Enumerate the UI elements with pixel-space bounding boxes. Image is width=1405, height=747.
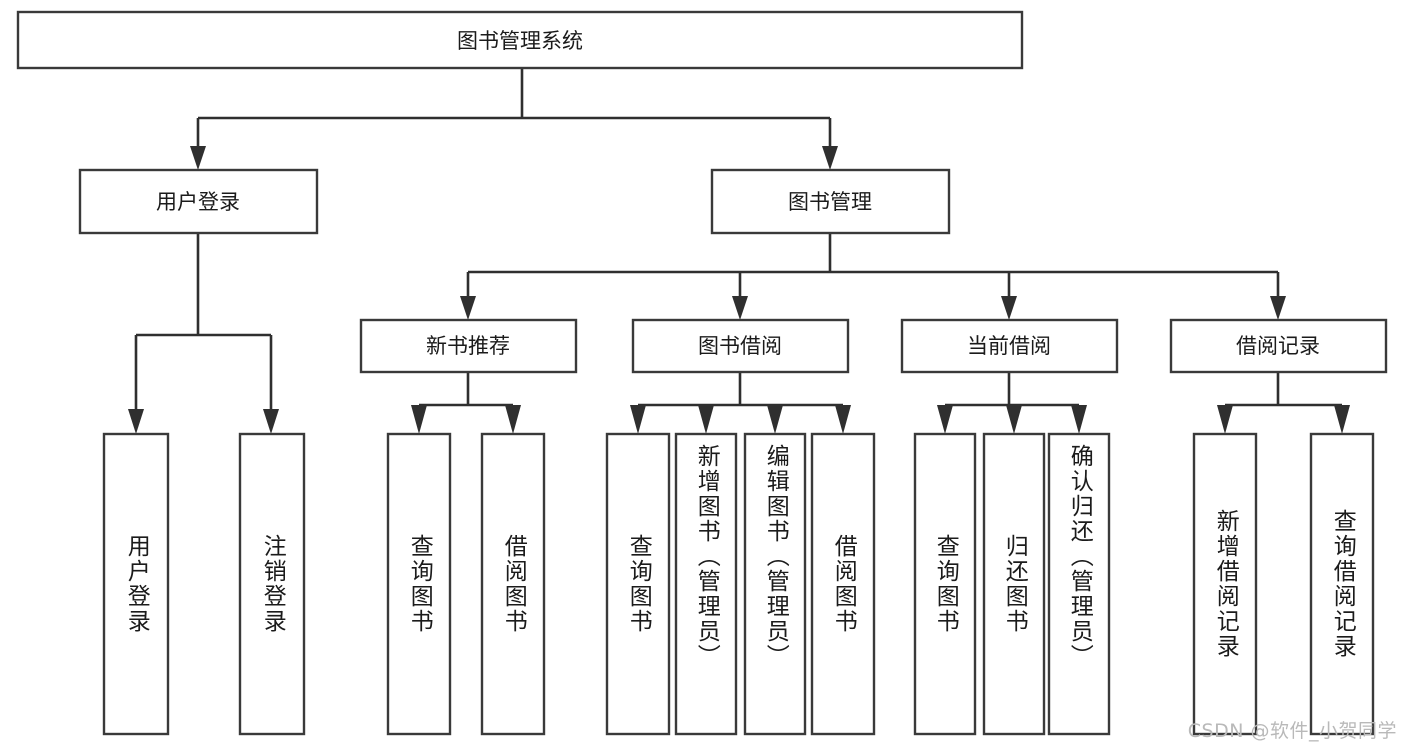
connector-group-new-book-recommend [411,372,521,434]
node-root-box[interactable] [16,10,1024,70]
arrow-head-leaf-borrow-book-2 [835,405,851,434]
node-borrow-record[interactable]: 借阅记录 [1169,318,1388,374]
node-root[interactable]: 图书管理系统 [16,10,1024,70]
leaf-box-add-book[interactable] [674,432,738,736]
connector-group-root [190,68,838,170]
node-borrow-record-box[interactable] [1169,318,1388,374]
arrow-head-new-book-recommend [460,296,476,320]
leaf-box-user-login[interactable] [102,432,170,736]
node-new-book-recommend[interactable]: 新书推荐 [359,318,578,374]
connector-group-current-borrow [937,372,1087,434]
arrow-head-current-borrow [1001,296,1017,320]
leaf-box-edit-book[interactable] [743,432,807,736]
arrow-head-leaf-query-book-1 [411,405,427,434]
arrow-head-leaf-query-book-2 [630,405,646,434]
connector-group-book-borrow [630,372,851,434]
arrow-head-leaf-query-record [1334,405,1350,434]
node-current-borrow-label: 当前借阅 [967,334,1051,358]
csdn-watermark: CSDN @软件_小贺同学 [1187,720,1397,742]
leaf-box-query-book-3[interactable] [913,432,977,736]
arrow-head-leaf-borrow-book-1 [505,405,521,434]
arrow-head-borrow-record [1270,296,1286,320]
node-borrow-record-label: 借阅记录 [1236,334,1320,358]
arrow-head-leaf-add-record [1217,405,1233,434]
connector-group-user-login [128,233,279,434]
leaf-box-query-record[interactable] [1309,432,1375,736]
connector-group-borrow-record [1217,372,1350,434]
node-book-borrow[interactable]: 图书借阅 [631,318,850,374]
arrow-head-leaf-user-login [128,409,144,434]
leaf-box-query-book-1[interactable] [386,432,452,736]
leaf-box-borrow-book-2[interactable] [810,432,876,736]
node-book-borrow-label: 图书借阅 [698,334,782,358]
arrow-head-leaf-edit-book [767,405,783,434]
node-user-login[interactable]: 用户登录 [78,168,319,235]
node-root-label: 图书管理系统 [457,29,583,53]
arrow-head-book-borrow [732,296,748,320]
leaf-box-borrow-book-1[interactable] [480,432,546,736]
node-book-manage-label: 图书管理 [788,190,872,214]
node-book-manage-box[interactable] [710,168,951,235]
node-current-borrow-box[interactable] [900,318,1119,374]
node-book-manage[interactable]: 图书管理 [710,168,951,235]
arrow-head-leaf-add-book [698,405,714,434]
arrow-head-leaf-confirm-return [1071,405,1087,434]
leaf-box-return-book[interactable] [982,432,1046,736]
arrow-head-leaf-return-book [1006,405,1022,434]
node-user-login-box[interactable] [78,168,319,235]
node-current-borrow[interactable]: 当前借阅 [900,318,1119,374]
arrow-head-book-manage [822,146,838,170]
node-new-book-recommend-box[interactable] [359,318,578,374]
node-user-login-label: 用户登录 [156,190,240,214]
arrow-head-leaf-user-logout [263,409,279,434]
node-new-book-recommend-label: 新书推荐 [426,334,510,358]
arrow-head-leaf-query-book-3 [937,405,953,434]
node-book-borrow-box[interactable] [631,318,850,374]
arrow-head-user-login [190,146,206,170]
leaf-box-query-book-2[interactable] [605,432,671,736]
connector-group-book-manage [460,233,1286,320]
leaf-boxes [102,432,1375,736]
leaf-box-user-logout[interactable] [238,432,306,736]
leaf-box-confirm-return[interactable] [1047,432,1111,736]
leaf-box-add-record[interactable] [1192,432,1258,736]
